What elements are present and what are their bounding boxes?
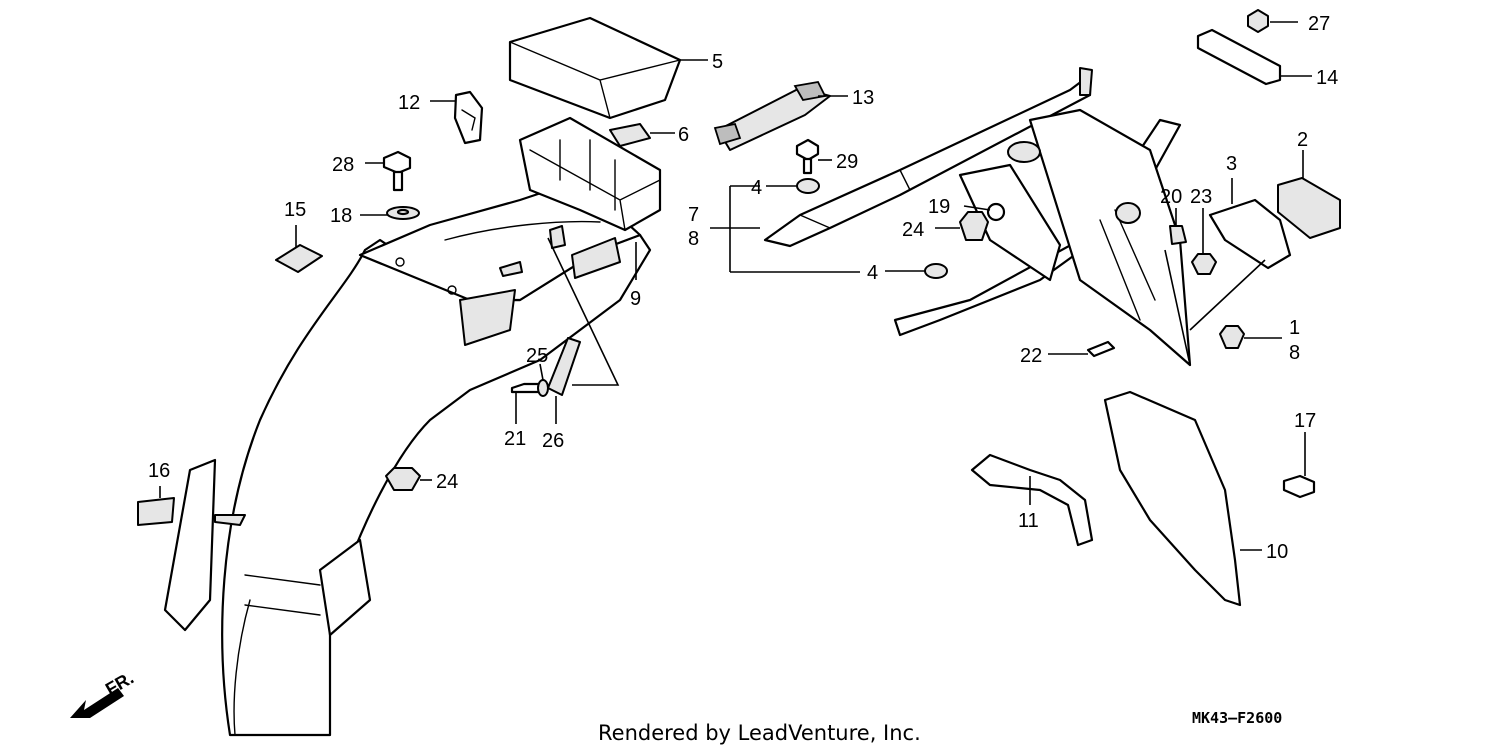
label-19: 19 xyxy=(928,196,950,218)
stay-26 xyxy=(547,337,581,396)
nut-23 xyxy=(1191,253,1217,275)
label-25: 25 xyxy=(526,345,548,367)
label-24-upper: 24 xyxy=(902,219,924,241)
stay-11 xyxy=(970,453,1094,547)
label-5: 5 xyxy=(712,51,723,73)
render-credit: Rendered by LeadVenture, Inc. xyxy=(598,721,921,745)
battery-band xyxy=(717,87,831,151)
screw-22 xyxy=(1086,340,1116,358)
label-23: 23 xyxy=(1190,186,1212,208)
nut-24-lower xyxy=(385,467,421,491)
rubber-4-lower xyxy=(924,263,948,279)
label-22: 22 xyxy=(1020,345,1042,367)
label-7: 7 xyxy=(688,204,699,226)
label-24-lower: 24 xyxy=(436,471,458,493)
label-15: 15 xyxy=(284,199,306,221)
rear-cowl xyxy=(893,108,1192,367)
label-12: 12 xyxy=(398,92,420,114)
diagram-code: MK43—F2600 xyxy=(1192,709,1282,727)
label-13: 13 xyxy=(852,87,874,109)
nut-1 xyxy=(1219,325,1245,349)
bolt-28 xyxy=(382,150,412,192)
front-direction-arrow xyxy=(70,688,124,718)
battery-box xyxy=(499,116,662,279)
reflector-2 xyxy=(1277,177,1341,239)
label-14: 14 xyxy=(1316,67,1338,89)
reflector-bracket-3 xyxy=(1208,198,1292,270)
decal-15 xyxy=(275,244,323,273)
label-21: 21 xyxy=(504,428,526,450)
rubber-4-upper xyxy=(796,178,820,194)
battery-cover xyxy=(508,16,682,120)
bracket-14 xyxy=(1196,28,1282,86)
label-27: 27 xyxy=(1308,13,1330,35)
washer-18 xyxy=(386,206,420,220)
bolt-17 xyxy=(1282,474,1316,499)
label-17: 17 xyxy=(1294,410,1316,432)
label-29: 29 xyxy=(836,151,858,173)
label-3: 3 xyxy=(1226,153,1237,175)
decal-16 xyxy=(137,497,175,526)
label-8-right: 8 xyxy=(1289,342,1300,364)
label-18: 18 xyxy=(330,205,352,227)
label-26: 26 xyxy=(542,430,564,452)
label-10: 10 xyxy=(1266,541,1288,563)
label-16: 16 xyxy=(148,460,170,482)
bolt-29 xyxy=(795,138,820,175)
label-2: 2 xyxy=(1297,129,1308,151)
part-labels: 1 2 3 4 4 5 6 7 8 8 9 10 11 12 13 14 15 … xyxy=(148,13,1338,563)
label-4-upper: 4 xyxy=(751,177,762,199)
leader-lines xyxy=(159,21,1312,551)
rear-fender xyxy=(163,178,652,737)
label-6: 6 xyxy=(678,124,689,146)
washer-19 xyxy=(986,202,1006,222)
front-direction-label: FR. xyxy=(102,668,137,700)
screw-21 xyxy=(510,382,542,394)
battery-pad xyxy=(609,123,651,147)
label-8-left: 8 xyxy=(688,228,699,250)
mudguard-10 xyxy=(1103,390,1242,607)
nut-24-upper xyxy=(959,211,989,241)
label-20: 20 xyxy=(1160,186,1182,208)
label-4-lower: 4 xyxy=(867,262,878,284)
bolt-27 xyxy=(1247,9,1269,33)
label-28: 28 xyxy=(332,154,354,176)
clip xyxy=(453,90,484,145)
label-11: 11 xyxy=(1018,510,1039,532)
collar-25 xyxy=(537,379,549,397)
label-1: 1 xyxy=(1289,317,1300,339)
label-9: 9 xyxy=(630,288,641,310)
screw-20 xyxy=(1169,225,1187,245)
